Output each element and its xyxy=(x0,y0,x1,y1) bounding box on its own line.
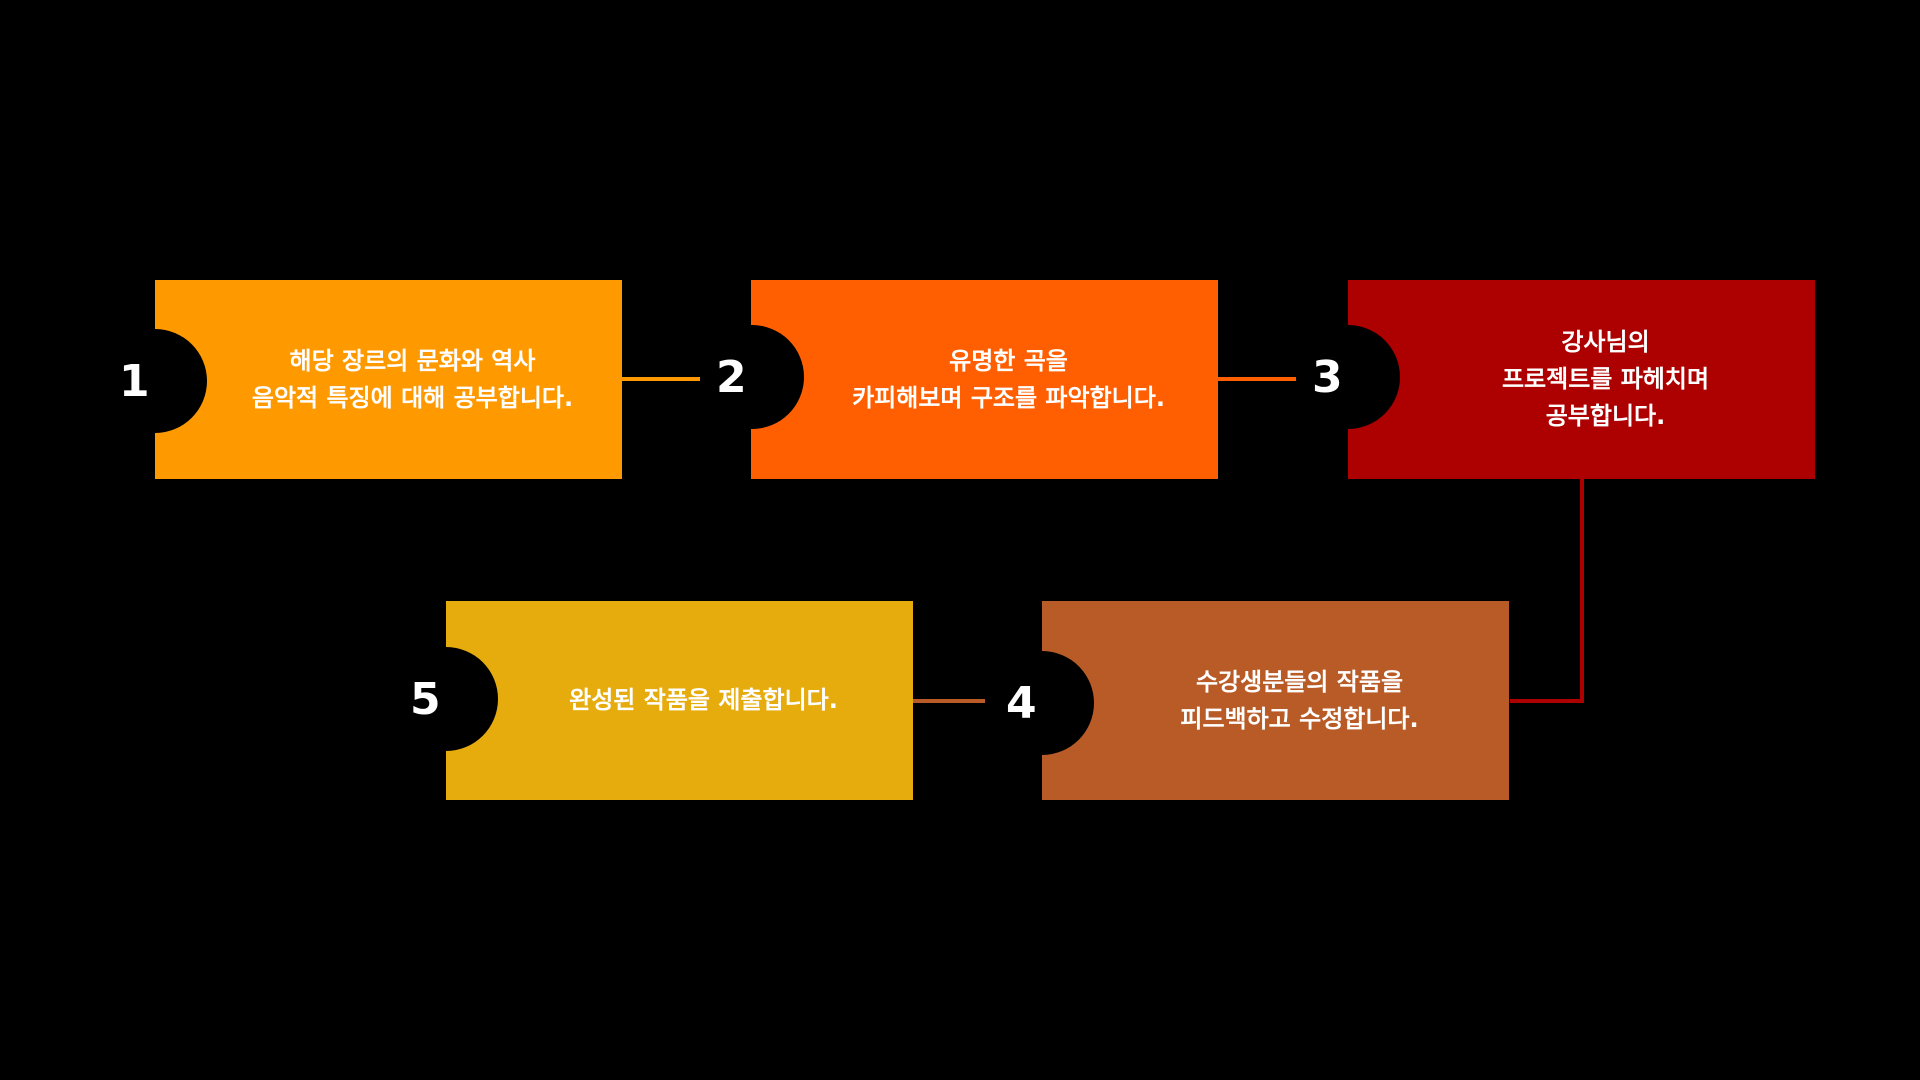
step-text-1: 해당 장르의 문화와 역사 음악적 특징에 대해 공부합니다. xyxy=(251,346,574,412)
connector-2-3 xyxy=(1218,377,1297,381)
step-number-2: 2 xyxy=(716,351,747,403)
step-number-5: 5 xyxy=(410,673,441,725)
connector-3-4-horizontal xyxy=(1510,699,1584,703)
connector-4-5 xyxy=(913,699,985,703)
step-text-4: 수강생분들의 작품을 피드백하고 수정합니다. xyxy=(1180,667,1419,733)
step-box-1: 해당 장르의 문화와 역사 음악적 특징에 대해 공부합니다. xyxy=(155,280,622,479)
step-box-3: 강사님의 프로젝트를 파헤치며 공부합니다. xyxy=(1348,280,1815,479)
step-badge-1: 1 xyxy=(103,329,207,433)
step-number-3: 3 xyxy=(1312,351,1343,403)
step-badge-3: 3 xyxy=(1296,325,1400,429)
step-box-4: 수강생분들의 작품을 피드백하고 수정합니다. xyxy=(1042,601,1509,800)
step-number-1: 1 xyxy=(119,355,150,407)
step-text-3: 강사님의 프로젝트를 파헤치며 공부합니다. xyxy=(1501,328,1710,430)
connector-1-2 xyxy=(622,377,700,381)
step-badge-2: 2 xyxy=(700,325,804,429)
connector-3-4-vertical xyxy=(1580,478,1584,703)
step-text-5: 완성된 작품을 제출합니다. xyxy=(569,686,838,714)
step-box-5: 완성된 작품을 제출합니다. xyxy=(446,601,913,800)
step-badge-5: 5 xyxy=(394,647,498,751)
step-badge-4: 4 xyxy=(990,651,1094,755)
step-number-4: 4 xyxy=(1006,677,1037,729)
step-box-2: 유명한 곡을 카피해보며 구조를 파악합니다. xyxy=(751,280,1218,479)
step-text-2: 유명한 곡을 카피해보며 구조를 파악합니다. xyxy=(852,346,1165,412)
